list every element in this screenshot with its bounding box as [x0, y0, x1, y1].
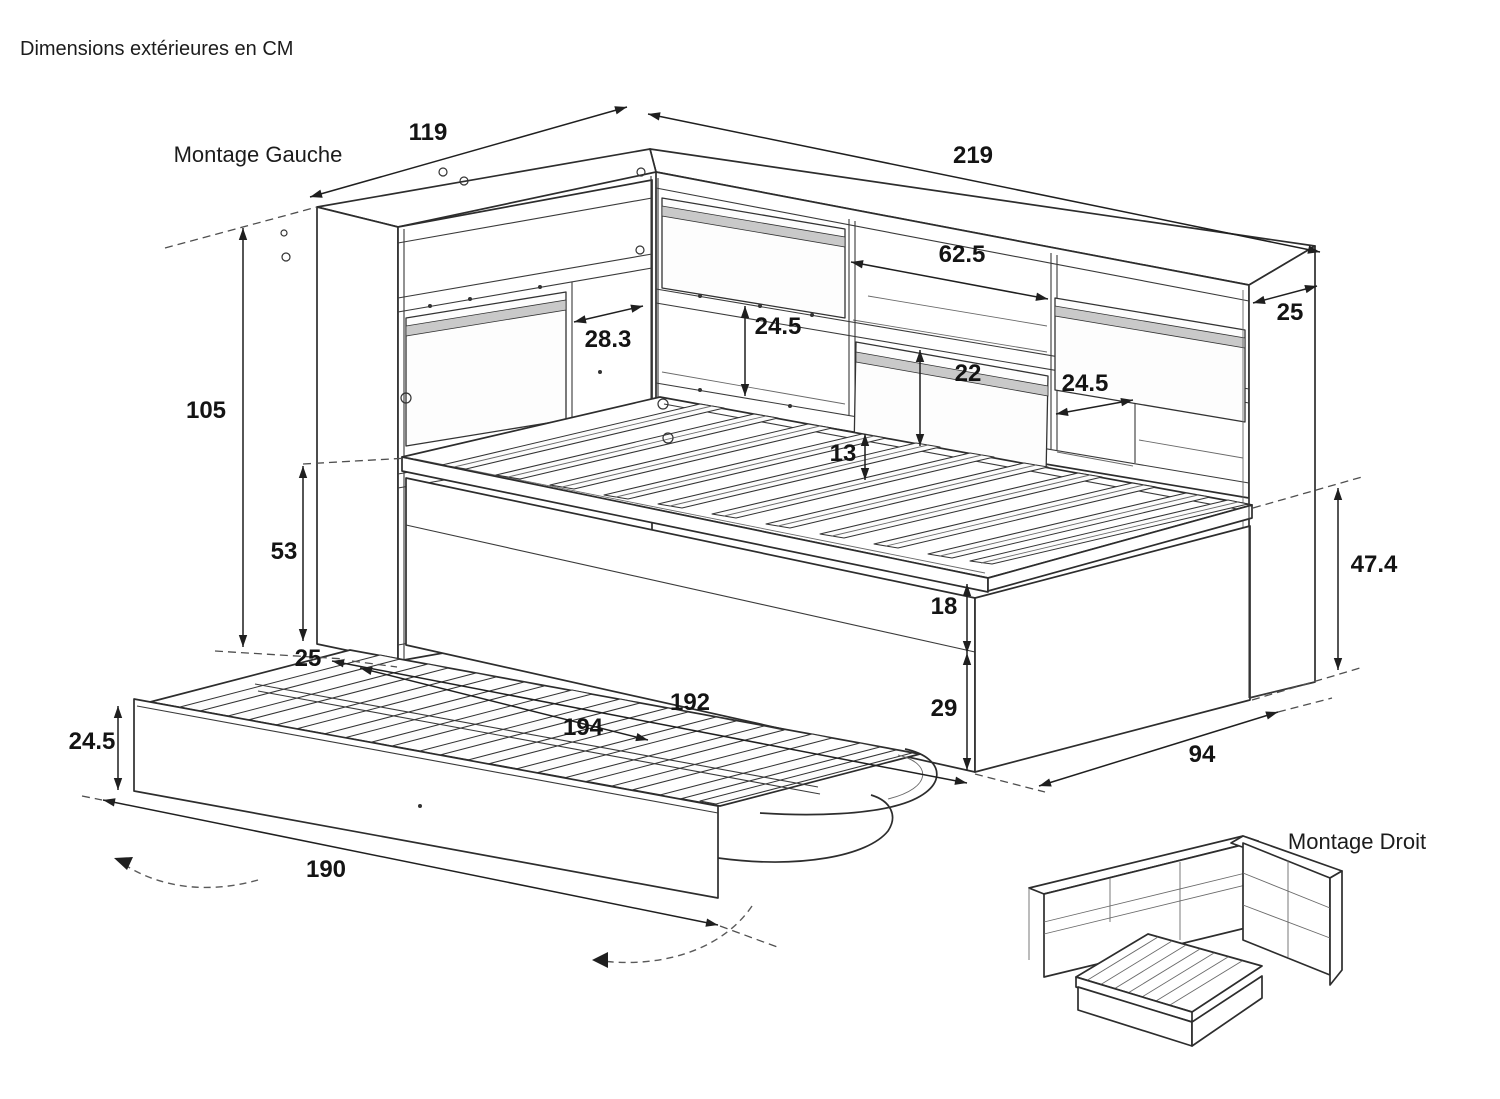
dim-53: 53	[271, 538, 298, 565]
dimension-arrowhead	[103, 798, 116, 807]
dim-28-3: 28.3	[585, 326, 632, 353]
dimension-arrowhead	[113, 778, 123, 790]
dimension-arrowhead	[238, 228, 248, 240]
dimension-arrowhead	[1120, 398, 1133, 407]
dimension-arrowhead	[740, 306, 750, 318]
dimension-lines	[102, 106, 1343, 927]
bed-slats	[441, 403, 1249, 565]
dim-24-5-trundle: 24.5	[69, 728, 116, 755]
dimension-arrowhead	[310, 189, 323, 198]
dim-18: 18	[931, 593, 958, 620]
trundle	[114, 649, 938, 968]
dim-119: 119	[409, 119, 448, 146]
text-labels: Dimensions extérieures en CM Montage Gau…	[20, 38, 1426, 883]
reference-dashed-lines	[81, 206, 1363, 949]
dimension-arrowhead	[851, 260, 864, 269]
bed-frame	[400, 285, 1316, 773]
dim-25-base: 25	[295, 645, 322, 672]
dim-25-right: 25	[1277, 299, 1304, 326]
dimension-arrowhead	[962, 758, 972, 770]
dimension-arrowhead	[298, 629, 308, 641]
dimension-arrowhead	[1333, 658, 1343, 670]
dimension-arrowhead	[298, 466, 308, 478]
dimension-arrowhead	[238, 635, 248, 647]
dim-62-5: 62.5	[939, 241, 986, 268]
montage-droit-label: Montage Droit	[1288, 829, 1426, 854]
flap-door-panel	[405, 291, 567, 447]
dimension-arrowhead	[1265, 711, 1278, 720]
dim-190: 190	[306, 856, 346, 883]
dimension-arrowhead	[1056, 407, 1069, 416]
dimension-arrowhead	[740, 384, 750, 396]
dimension-arrowhead	[1039, 778, 1052, 787]
dimension-arrowhead	[635, 733, 648, 742]
dimension-arrowhead	[705, 918, 718, 927]
dimension-arrowhead	[915, 434, 925, 446]
dimension-arrowhead	[860, 434, 870, 446]
dim-94: 94	[1189, 741, 1216, 768]
dimension-arrowhead	[574, 315, 587, 324]
dim-194: 194	[563, 714, 604, 741]
dimension-arrowhead	[1333, 488, 1343, 500]
dimension-arrowhead	[360, 666, 373, 675]
dim-24-5-right: 24.5	[1062, 370, 1109, 397]
dim-24-5-shelf: 24.5	[755, 313, 802, 340]
dimension-arrowhead	[1307, 245, 1320, 254]
dim-47-4: 47.4	[1351, 551, 1398, 578]
dim-105: 105	[186, 397, 226, 424]
dim-13: 13	[830, 440, 857, 467]
door-panel-top-left	[661, 197, 846, 319]
dimension-arrowhead	[630, 304, 643, 313]
dimension-arrowhead	[962, 653, 972, 665]
dimension-arrowhead	[954, 776, 967, 785]
dimension-arrowhead	[113, 706, 123, 718]
montage-gauche-label: Montage Gauche	[174, 142, 343, 167]
dimension-arrowhead	[962, 641, 972, 653]
dimension-arrowhead	[860, 468, 870, 480]
dim-192: 192	[670, 689, 710, 716]
page-title: Dimensions extérieures en CM	[20, 38, 293, 60]
door-panel-right	[1054, 297, 1246, 423]
montage-droit-thumbnail	[1028, 835, 1343, 1047]
dimension-arrowhead	[332, 659, 345, 668]
dimension-arrowhead	[1253, 295, 1266, 304]
dimension-arrowhead	[648, 112, 661, 121]
thumbnail-slats	[1085, 936, 1243, 1006]
dimension-arrowhead	[962, 584, 972, 596]
dim-219: 219	[953, 142, 993, 169]
dim-29: 29	[931, 695, 958, 722]
dimension-arrowhead	[1035, 292, 1048, 301]
dimension-arrowhead	[614, 106, 627, 115]
dim-22: 22	[955, 360, 982, 387]
dimension-arrowhead	[915, 350, 925, 362]
dimension-arrowhead	[1304, 285, 1317, 294]
